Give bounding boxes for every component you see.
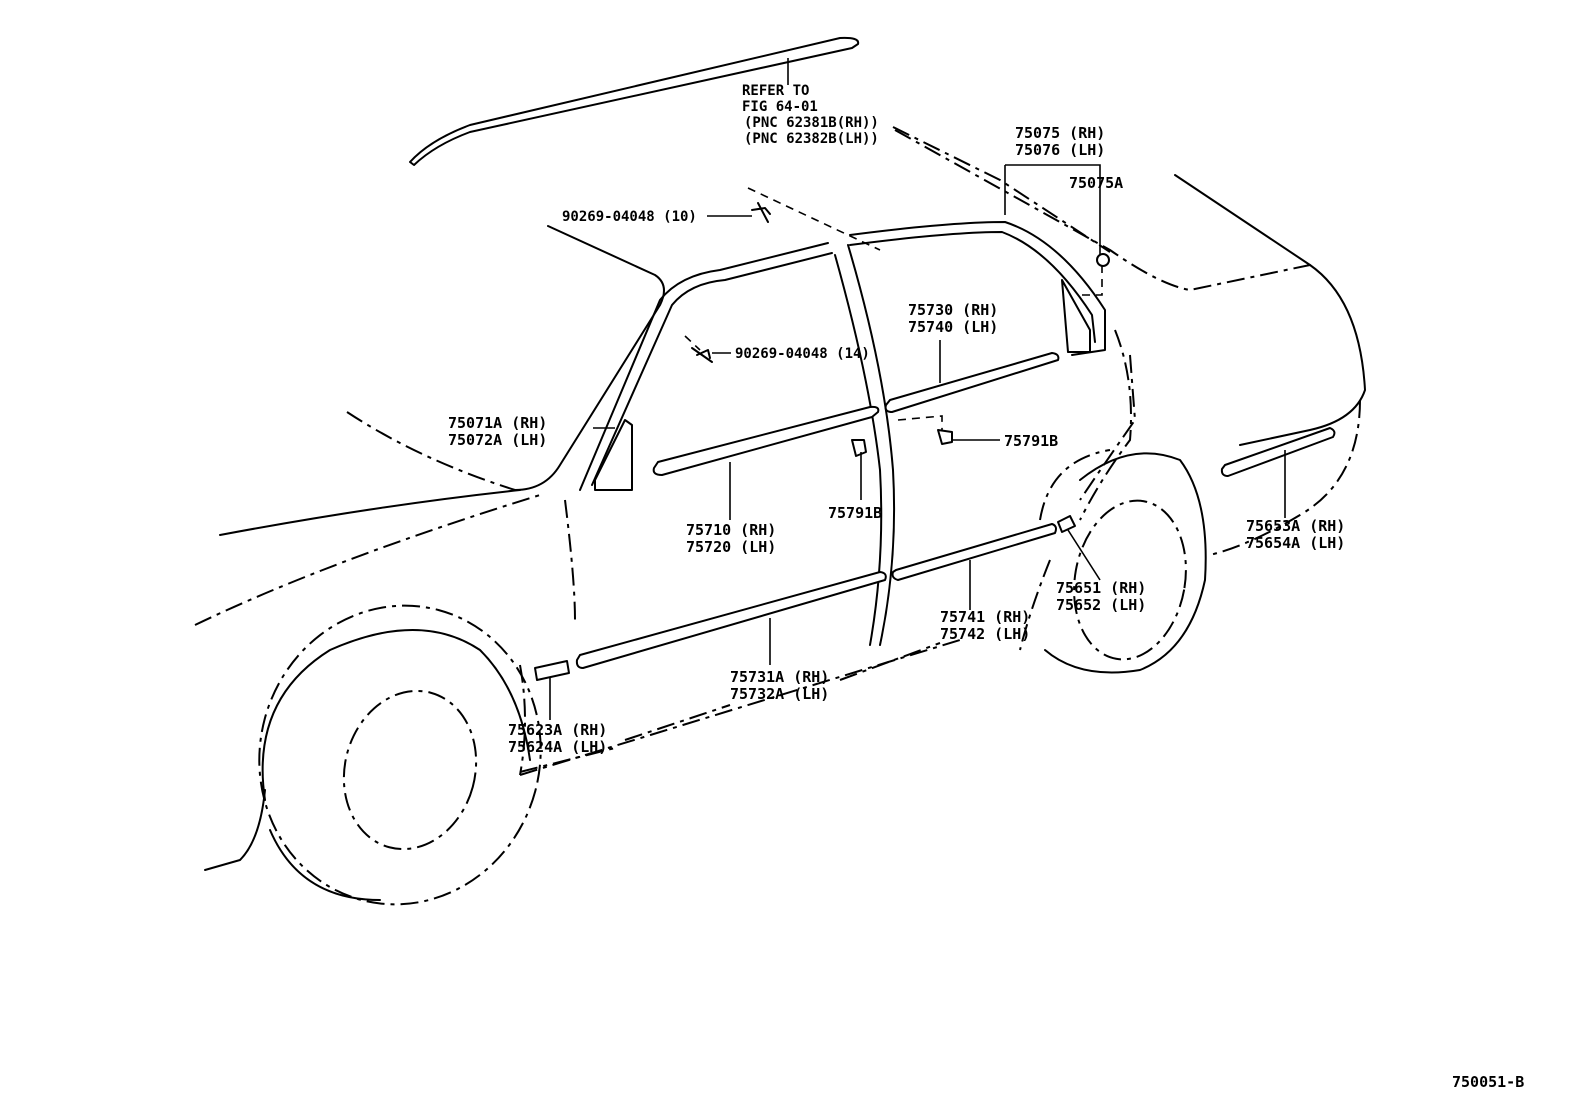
rear-panel-line (1079, 354, 1137, 501)
refer-note: REFER TO FIG 64-01 (PNC 62381B(RH)) (PNC… (742, 83, 879, 147)
trunk-top (1174, 174, 1311, 266)
callout-clip-rear: 75791B (1004, 432, 1058, 450)
callout-pillar-lh: 75072A (LH) (448, 431, 547, 449)
rear-door-bottom-edge (1019, 559, 1051, 651)
callout-screw-14: 90269-04048 (14) (735, 346, 870, 362)
rear-window-frame-inner (849, 231, 1096, 343)
callout-fender-rh: 75623A (RH) (508, 721, 607, 739)
callout-front-belt-lh: 75720 (LH) (686, 538, 776, 556)
callout-roof-lh: 75076 (LH) (1015, 141, 1105, 159)
callout-pillar-rh: 75071A (RH) (448, 414, 547, 432)
rear-door-rear-edge (1079, 329, 1132, 521)
front-lower-line (204, 789, 266, 871)
callout-rear-belt-rh: 75730 (RH) (908, 301, 998, 319)
roof-drip-molding (409, 36, 860, 166)
front-door-front-edge (564, 499, 576, 621)
hood-line (514, 225, 665, 491)
rear-emblem (1057, 515, 1076, 533)
front-tire (261, 629, 531, 801)
rear-quarter-glass (1061, 279, 1091, 353)
screw-14 (691, 347, 713, 363)
rear-window-frame-outer (849, 221, 1106, 356)
front-side-molding (575, 571, 887, 669)
callout-roof-clip: 75075A (1069, 174, 1123, 192)
rear-tire (1044, 452, 1207, 674)
quarter-molding (1220, 427, 1336, 477)
front-bumper-line (219, 489, 521, 536)
callout-clip-front: 75791B (828, 504, 882, 522)
callout-front-side-lh: 75732A (LH) (730, 685, 829, 703)
callout-rear-emblem-rh: 75651 (RH) (1056, 579, 1146, 597)
screw-10 (751, 202, 771, 223)
roof-clip (1096, 253, 1110, 267)
refer-line-4: (PNC 62382B(LH)) (744, 131, 879, 147)
callout-rear-emblem-lh: 75652 (LH) (1056, 596, 1146, 614)
callout-rear-belt-lh: 75740 (LH) (908, 318, 998, 336)
callout-rear-side-rh: 75741 (RH) (940, 608, 1030, 626)
callout-fender-lh: 75624A (LH) (508, 738, 607, 756)
callout-rear-side-lh: 75742 (LH) (940, 625, 1030, 643)
callout-screw-10: 90269-04048 (10) (562, 209, 697, 225)
refer-line-1: REFER TO (742, 83, 809, 99)
hood-edge (346, 411, 516, 491)
rear-side-molding (891, 523, 1057, 581)
b-pillar-right (847, 244, 896, 646)
rear-hubcap (1073, 499, 1187, 661)
front-tire-lower (269, 829, 381, 901)
diagram-id: 750051-B (1452, 1073, 1524, 1091)
b-pillar-left (834, 254, 883, 646)
clip-front (851, 439, 867, 457)
trunk-line (894, 129, 1311, 292)
callout-roof-rh: 75075 (RH) (1015, 124, 1105, 142)
front-wheel-arch (258, 604, 542, 906)
clip-rear (937, 429, 953, 445)
refer-line-3: (PNC 62381B(RH)) (744, 115, 879, 131)
rear-belt-molding (884, 352, 1060, 413)
rear-fender-dash (1209, 399, 1361, 556)
pillar-garnish (594, 419, 633, 491)
callout-front-belt-rh: 75710 (RH) (686, 521, 776, 539)
rocker-dash (519, 664, 526, 776)
front-window-frame-inner (591, 252, 833, 486)
front-hubcap (342, 689, 478, 851)
rear-wheel-arch (1039, 449, 1111, 521)
refer-line-2: FIG 64-01 (742, 99, 818, 115)
fender-molding (534, 660, 570, 681)
rear-bumper (1239, 264, 1366, 446)
front-window-frame-outer (579, 242, 829, 491)
callout-front-side-rh: 75731A (RH) (730, 668, 829, 686)
callout-quarter-rh: 75653A (RH) (1246, 517, 1345, 535)
callout-quarter-lh: 75654A (LH) (1246, 534, 1345, 552)
front-bumper-lower (194, 494, 541, 626)
front-belt-molding (652, 405, 880, 476)
